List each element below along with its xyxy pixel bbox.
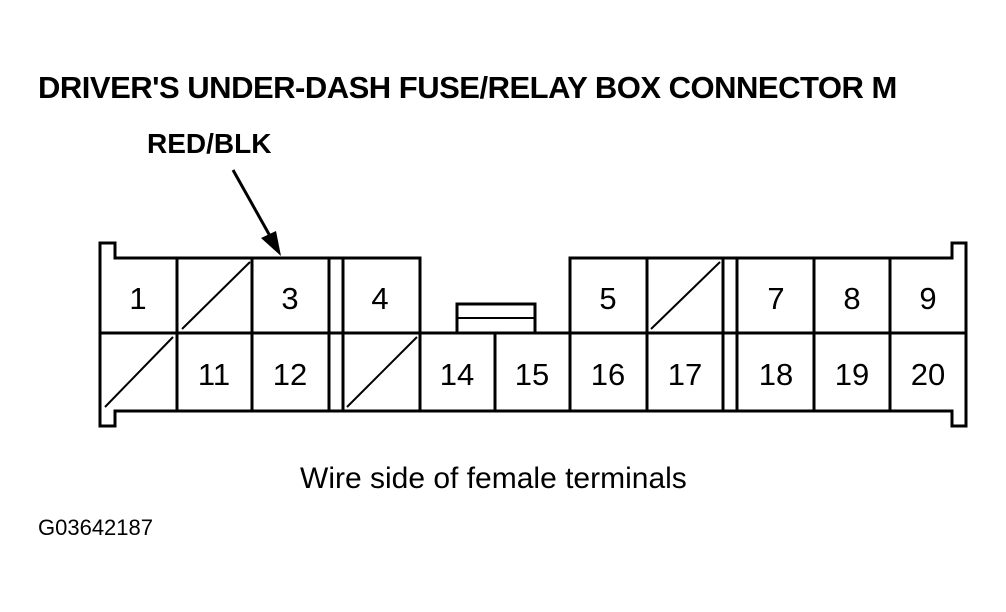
terminal-14: 14 [440,357,474,392]
figure-id: G03642187 [38,515,153,540]
view-caption: Wire side of female terminals [300,462,687,495]
wire-pointer-arrow [231,169,281,256]
empty-cavity-2 [181,261,251,330]
terminal-7: 7 [767,281,784,316]
terminal-12: 12 [273,357,307,392]
terminal-18: 18 [759,357,793,392]
empty-cavity-13 [346,336,418,408]
terminal-9: 9 [919,281,936,316]
wire-color-label: RED/BLK [147,128,272,159]
terminal-17: 17 [668,357,702,392]
terminal-15: 15 [515,357,549,392]
empty-cavity-6 [650,261,721,330]
terminal-19: 19 [835,357,869,392]
diagram-title: DRIVER'S UNDER-DASH FUSE/RELAY BOX CONNE… [38,70,897,105]
terminal-16: 16 [591,357,625,392]
terminal-8: 8 [843,281,860,316]
terminal-20: 20 [911,357,945,392]
terminal-4: 4 [371,281,388,316]
terminal-1: 1 [129,281,146,316]
connector-housing [98,241,968,428]
terminal-3: 3 [281,281,298,316]
terminal-5: 5 [599,281,616,316]
empty-cavity-10 [104,336,174,408]
terminal-11: 11 [198,357,230,392]
